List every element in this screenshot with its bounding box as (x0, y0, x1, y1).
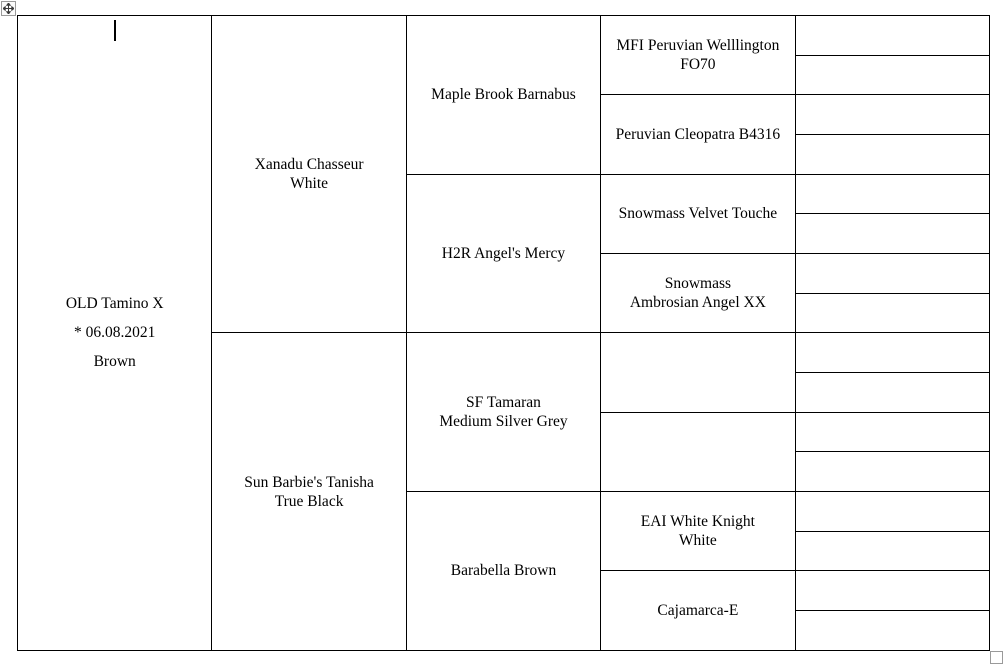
gen3-2-line1: SF Tamaran (466, 394, 541, 412)
gen4-1-line1: Peruvian Cleopatra B4316 (615, 126, 781, 144)
cell-gen5-8[interactable] (794, 332, 991, 374)
cell-gen5-11[interactable] (794, 451, 991, 493)
gen4-3-line1: Snowmass (664, 275, 732, 293)
cell-gen3-1[interactable]: H2R Angel's Mercy (405, 173, 602, 334)
move-icon (3, 3, 14, 14)
table-move-handle[interactable] (1, 1, 16, 16)
cell-gen4-6[interactable]: EAI White Knight White (600, 491, 796, 572)
gen4-6-line1: EAI White Knight (640, 513, 755, 531)
gen3-2-line2: Medium Silver Grey (439, 413, 568, 431)
gen4-0-line1: MFI Peruvian Welllington (616, 37, 780, 55)
subject-color: Brown (93, 353, 136, 371)
gen4-7-line1: Cajamarca-E (657, 602, 739, 620)
cell-gen4-2[interactable]: Snowmass Velvet Touche (600, 173, 796, 255)
cell-gen5-13[interactable] (794, 530, 991, 572)
cell-gen3-0[interactable]: Maple Brook Barnabus (405, 15, 602, 175)
cell-gen5-10[interactable] (794, 411, 991, 453)
cell-gen5-7[interactable] (794, 292, 991, 334)
gen3-0-line1: Maple Brook Barnabus (431, 86, 576, 104)
cell-gen4-1[interactable]: Peruvian Cleopatra B4316 (600, 94, 796, 175)
subject-birth-date: * 06.08.2021 (74, 324, 156, 342)
cell-dam[interactable]: Sun Barbie's Tanisha True Black (211, 332, 407, 651)
cell-gen5-9[interactable] (794, 372, 991, 413)
dam-name-line1: Sun Barbie's Tanisha (244, 473, 374, 491)
cell-gen5-12[interactable] (794, 491, 991, 532)
cell-sire[interactable]: Xanadu Chasseur White (211, 14, 407, 334)
cell-subject[interactable]: OLD Tamino X * 06.08.2021 Brown (16, 15, 213, 651)
cell-gen4-3[interactable]: Snowmass Ambrosian Angel XX (600, 253, 796, 334)
cell-gen3-2[interactable]: SF Tamaran Medium Silver Grey (405, 332, 602, 493)
cell-gen5-2[interactable] (794, 94, 991, 136)
cell-gen5-1[interactable] (794, 54, 991, 96)
cell-gen5-6[interactable] (794, 253, 991, 294)
gen4-6-line2: White (678, 532, 717, 550)
dam-name-line2: True Black (274, 492, 344, 510)
cell-gen5-3[interactable] (794, 134, 991, 175)
cell-gen5-15[interactable] (794, 610, 991, 651)
cell-gen3-3[interactable]: Barabella Brown (405, 491, 602, 651)
sire-name-line2: White (290, 175, 329, 193)
cell-gen5-5[interactable] (794, 213, 991, 255)
cell-gen4-7[interactable]: Cajamarca-E (600, 570, 796, 651)
cell-gen4-0[interactable]: MFI Peruvian Welllington FO70 (600, 14, 796, 96)
gen4-2-line1: Snowmass Velvet Touche (618, 205, 778, 223)
sire-name-line1: Xanadu Chasseur (254, 156, 364, 174)
gen3-3-line1: Barabella Brown (450, 562, 557, 580)
gen3-1-line1: H2R Angel's Mercy (441, 245, 566, 263)
cell-gen4-5[interactable] (600, 411, 796, 493)
gen4-0-line2: FO70 (680, 56, 716, 74)
cell-gen5-14[interactable] (794, 570, 991, 612)
subject-name: OLD Tamino X (65, 295, 164, 313)
gen4-3-line2: Ambrosian Angel XX (629, 294, 766, 312)
pedigree-table: OLD Tamino X * 06.08.2021 Brown Xanadu C… (16, 14, 991, 651)
cell-gen5-4[interactable] (794, 173, 991, 215)
table-resize-handle[interactable] (990, 651, 1003, 664)
cell-gen5-0[interactable] (794, 15, 991, 56)
cell-gen4-4[interactable] (600, 332, 796, 413)
